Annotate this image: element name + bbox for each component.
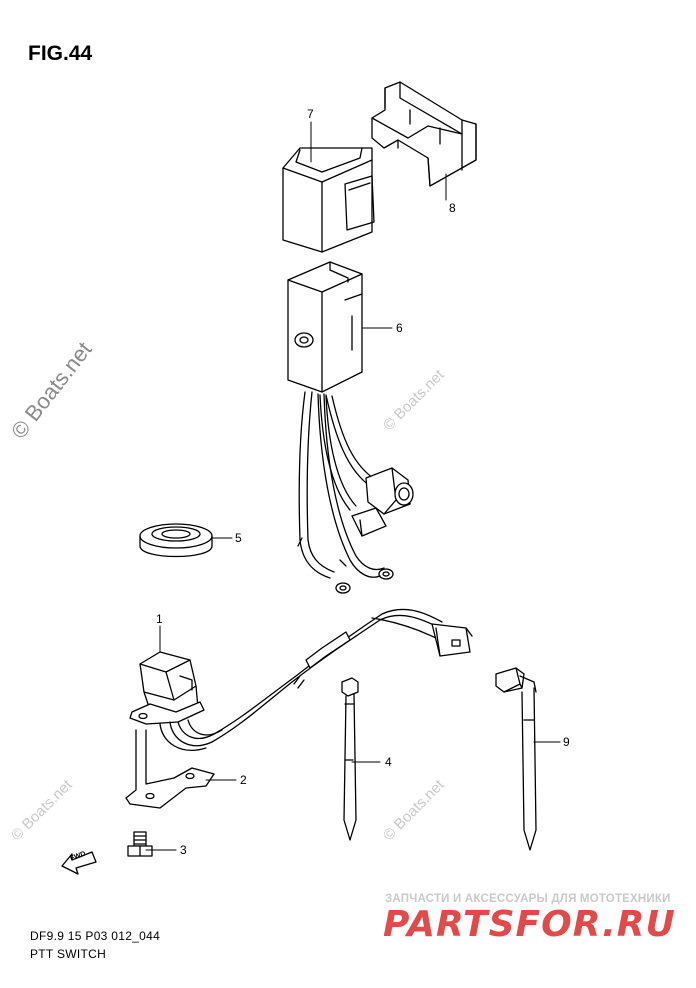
shop-tagline: ЗАПЧАСТИ И АКСЕССУАРЫ ДЛЯ МОТОТЕХНИКИ	[385, 893, 671, 905]
part-8-bracket	[371, 81, 477, 187]
callout-6: 6	[396, 321, 403, 335]
part-1-ptt-switch	[129, 651, 205, 725]
part-9-cable-tie-clip	[495, 667, 537, 851]
callout-2: 2	[240, 773, 247, 787]
callout-1: 1	[156, 612, 163, 626]
part-2-plate	[125, 729, 215, 809]
shop-logo: PARTSFOR.RU	[383, 904, 676, 945]
callout-7: 7	[307, 107, 314, 121]
model-code: DF9.9 15 P03 012_044	[30, 929, 161, 943]
figure-title: FIG.44	[28, 42, 93, 65]
callout-9: 9	[563, 735, 570, 749]
fwd-arrow	[61, 851, 97, 875]
part-7-boot	[282, 147, 375, 253]
leader-lines	[145, 121, 561, 851]
part-6-wiring	[297, 391, 414, 594]
part-4-cable-tie	[341, 677, 359, 841]
callout-4: 4	[385, 755, 392, 769]
callout-5: 5	[235, 531, 242, 545]
part-6-relay-unit	[287, 261, 363, 393]
part-1-harness	[159, 608, 473, 751]
callout-3: 3	[180, 843, 187, 857]
callout-8: 8	[449, 201, 456, 215]
part-3-bolt	[127, 831, 153, 857]
section-name: PTT SWITCH	[30, 947, 107, 961]
part-5-grommet	[139, 523, 213, 558]
